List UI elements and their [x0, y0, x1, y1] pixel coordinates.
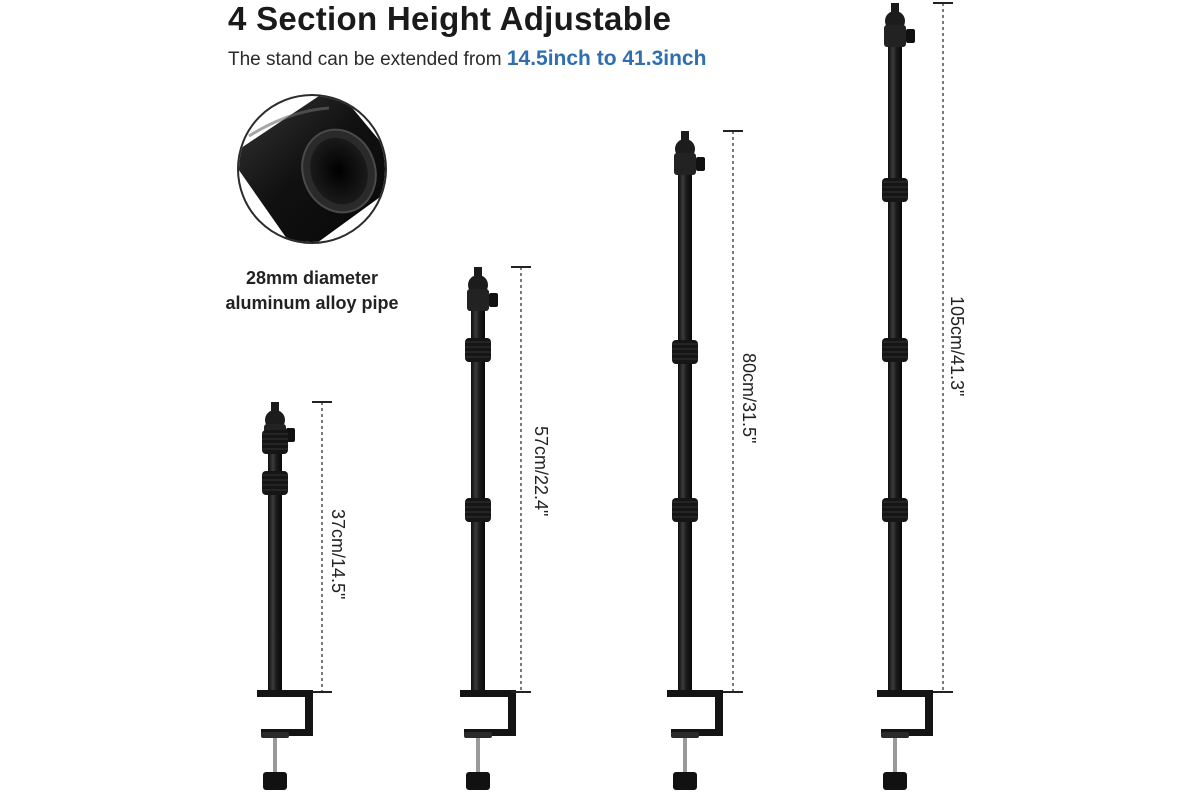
stand-2-clamp-top: [460, 690, 516, 697]
stand-1-pole: [268, 442, 282, 692]
stand-2-lock-knob-1: [465, 338, 491, 362]
stand-3-clamp-pad: [671, 732, 699, 738]
stand-1-head-screw: [271, 402, 279, 414]
stand-3-height-label: 80cm/31.5": [739, 353, 759, 444]
stand-4-head-knob: [906, 29, 915, 43]
stand-2-head-screw: [474, 267, 482, 279]
stand-4-clamp-knob: [883, 772, 907, 790]
stand-4-pole: [888, 43, 902, 692]
page-title: 4 Section Height Adjustable: [228, 0, 672, 37]
stand-4-head-base: [884, 25, 906, 47]
stand-2-head-knob: [489, 293, 498, 307]
stand-1-clamp-pad: [261, 732, 289, 738]
stand-1-clamp-screw: [273, 738, 277, 776]
stand-3-head-base: [674, 153, 696, 175]
stand-4-height-label: 105cm/41.3": [947, 296, 967, 397]
stand-1-lock-knob-1: [262, 430, 288, 454]
stand-4-clamp-top: [877, 690, 933, 697]
stand-4-lock-knob-3: [882, 498, 908, 522]
pipe-caption-line2: aluminum alloy pipe: [225, 293, 399, 313]
pipe-cross-section-image: [237, 94, 387, 244]
stand-3-head-knob: [696, 157, 705, 171]
stand-3-head-screw: [681, 131, 689, 143]
stand-1-lock-knob-2: [262, 471, 288, 495]
stand-3-pole: [678, 171, 692, 692]
stand-2-clamp-pad: [464, 732, 492, 738]
stand-1-clamp-top: [257, 690, 313, 697]
stand-4-head-screw: [891, 3, 899, 15]
stand-1-clamp-knob: [263, 772, 287, 790]
stand-1-clamp-side: [305, 690, 313, 736]
stand-4-lock-knob-2: [882, 338, 908, 362]
stand-3-clamp-side: [715, 690, 723, 736]
stand-2-height-label: 57cm/22.4": [531, 426, 551, 517]
stand-2-head-base: [467, 289, 489, 311]
stand-3-clamp-top: [667, 690, 723, 697]
pipe-caption-line1: 28mm diameter: [245, 268, 379, 288]
stand-3-clamp-knob: [673, 772, 697, 790]
stand-4-clamp-screw: [893, 738, 897, 776]
stand-1-head-knob: [286, 428, 295, 442]
stand-2-clamp-side: [508, 690, 516, 736]
subtitle-text: The stand can be extended from: [228, 49, 507, 70]
stand-3-clamp-screw: [683, 738, 687, 776]
stand-4-clamp-side: [925, 690, 933, 736]
stand-3-lock-knob-2: [672, 498, 698, 522]
stand-2-clamp-knob: [466, 772, 490, 790]
pipe-caption: 28mm diameter aluminum alloy pipe: [222, 266, 402, 316]
stand-4-lock-knob-1: [882, 178, 908, 202]
stand-2-clamp-screw: [476, 738, 480, 776]
page-subtitle: The stand can be extended from 14.5inch …: [228, 47, 706, 71]
stand-3-lock-knob-1: [672, 340, 698, 364]
stand-4-clamp-pad: [881, 732, 909, 738]
stand-2-lock-knob-2: [465, 498, 491, 522]
subtitle-highlight: 14.5inch to 41.3inch: [506, 47, 707, 70]
stand-1-height-label: 37cm/14.5": [328, 509, 348, 600]
